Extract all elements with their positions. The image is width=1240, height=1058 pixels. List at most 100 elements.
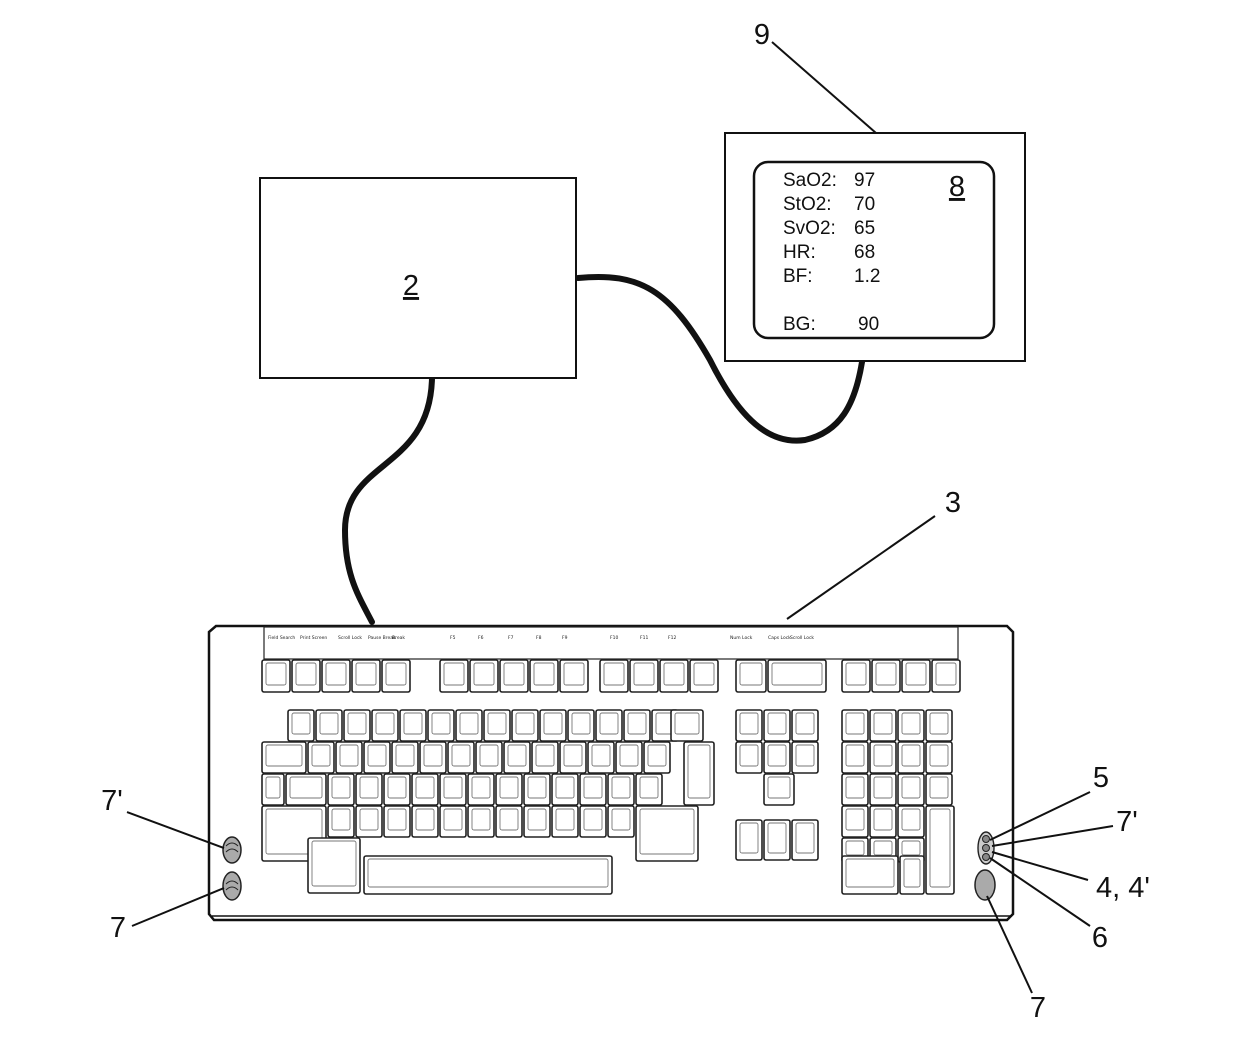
keyboard-key[interactable] — [684, 742, 714, 805]
keyboard-key[interactable] — [552, 774, 578, 805]
keyboard-key[interactable] — [328, 774, 354, 805]
right-lower-button[interactable] — [975, 870, 995, 900]
keyboard-key[interactable] — [468, 806, 494, 837]
keyboard-key[interactable] — [764, 774, 794, 805]
keyboard-key[interactable] — [842, 856, 898, 894]
keyboard-key[interactable] — [644, 742, 670, 773]
keyboard-key[interactable] — [524, 806, 550, 837]
keyboard-key[interactable] — [690, 660, 718, 692]
keyboard-key[interactable] — [842, 660, 870, 692]
keyboard-key[interactable] — [926, 710, 952, 741]
keyboard-key[interactable] — [736, 820, 762, 860]
keyboard-key[interactable] — [660, 660, 688, 692]
keyboard-key[interactable] — [344, 710, 370, 741]
keyboard-key[interactable] — [898, 806, 924, 837]
keyboard-key[interactable] — [524, 774, 550, 805]
keyboard-key[interactable] — [870, 806, 896, 837]
keyboard-key[interactable] — [484, 710, 510, 741]
keyboard-key[interactable] — [588, 742, 614, 773]
keyboard-key[interactable] — [288, 710, 314, 741]
keyboard-key[interactable] — [552, 806, 578, 837]
keyboard-key[interactable] — [736, 742, 762, 773]
keyboard-key[interactable] — [898, 742, 924, 773]
keyboard-key[interactable] — [608, 806, 634, 837]
keyboard-key[interactable] — [736, 660, 766, 692]
keyboard-key[interactable] — [540, 710, 566, 741]
keyboard-key[interactable] — [470, 660, 498, 692]
keyboard-key[interactable] — [870, 710, 896, 741]
keyboard-key[interactable] — [308, 838, 360, 893]
keyboard-key[interactable] — [792, 710, 818, 741]
keyboard-key[interactable] — [356, 806, 382, 837]
keyboard-key[interactable] — [872, 660, 900, 692]
keyboard-key[interactable] — [842, 774, 868, 805]
keyboard-key[interactable] — [292, 660, 320, 692]
keyboard-key[interactable] — [504, 742, 530, 773]
keyboard-key[interactable] — [736, 710, 762, 741]
keyboard-key[interactable] — [842, 806, 868, 837]
keyboard-key[interactable] — [262, 774, 284, 805]
right-upper-button[interactable] — [983, 836, 990, 843]
keyboard-key[interactable] — [530, 660, 558, 692]
keyboard-key[interactable] — [926, 774, 952, 805]
keyboard-key[interactable] — [764, 742, 790, 773]
keyboard-key[interactable] — [870, 774, 896, 805]
keyboard-key[interactable] — [596, 710, 622, 741]
keyboard-key[interactable] — [400, 710, 426, 741]
keyboard-key[interactable] — [792, 820, 818, 860]
keyboard-key[interactable] — [372, 710, 398, 741]
keyboard-key[interactable] — [792, 742, 818, 773]
keyboard-key[interactable] — [900, 856, 924, 894]
keyboard-key[interactable] — [636, 806, 698, 861]
keyboard-key[interactable] — [286, 774, 326, 805]
keyboard-key[interactable] — [768, 660, 826, 692]
keyboard-key[interactable] — [932, 660, 960, 692]
keyboard-key[interactable] — [428, 710, 454, 741]
keyboard-key[interactable] — [870, 742, 896, 773]
keyboard-key[interactable] — [560, 660, 588, 692]
keyboard-key[interactable] — [764, 820, 790, 860]
keyboard-key[interactable] — [560, 742, 586, 773]
left-upper-button[interactable] — [223, 837, 241, 863]
keyboard-key[interactable] — [420, 742, 446, 773]
keyboard-key[interactable] — [412, 806, 438, 837]
keyboard-key[interactable] — [496, 806, 522, 837]
keyboard-key[interactable] — [328, 806, 354, 837]
keyboard-key[interactable] — [440, 774, 466, 805]
keyboard-key[interactable] — [532, 742, 558, 773]
keyboard-key[interactable] — [630, 660, 658, 692]
keyboard-key[interactable] — [316, 710, 342, 741]
keyboard-key[interactable] — [926, 742, 952, 773]
keyboard-key[interactable] — [308, 742, 334, 773]
keyboard-key[interactable] — [496, 774, 522, 805]
keyboard-key[interactable] — [476, 742, 502, 773]
keyboard-key[interactable] — [898, 710, 924, 741]
keyboard-key[interactable] — [898, 774, 924, 805]
keyboard-key[interactable] — [842, 710, 868, 741]
keyboard-key[interactable] — [364, 856, 612, 894]
keyboard-key[interactable] — [384, 806, 410, 837]
keyboard-key[interactable] — [364, 742, 390, 773]
keyboard-key[interactable] — [384, 774, 410, 805]
keyboard-key[interactable] — [580, 774, 606, 805]
keyboard-key[interactable] — [440, 806, 466, 837]
left-lower-button[interactable] — [223, 872, 241, 900]
keyboard-key[interactable] — [500, 660, 528, 692]
keyboard-key[interactable] — [392, 742, 418, 773]
keyboard-key[interactable] — [262, 660, 290, 692]
keyboard-key[interactable] — [608, 774, 634, 805]
keyboard-key[interactable] — [600, 660, 628, 692]
keyboard-key[interactable] — [440, 660, 468, 692]
keyboard-key[interactable] — [336, 742, 362, 773]
keyboard-key[interactable] — [616, 742, 642, 773]
keyboard-key[interactable] — [671, 710, 703, 741]
keyboard-key[interactable] — [412, 774, 438, 805]
keyboard-key[interactable] — [580, 806, 606, 837]
keyboard-key[interactable] — [448, 742, 474, 773]
keyboard-key[interactable] — [512, 710, 538, 741]
keyboard-key[interactable] — [568, 710, 594, 741]
keyboard-key[interactable] — [468, 774, 494, 805]
keyboard-key[interactable] — [842, 742, 868, 773]
keyboard-key[interactable] — [624, 710, 650, 741]
keyboard-key[interactable] — [262, 742, 306, 773]
